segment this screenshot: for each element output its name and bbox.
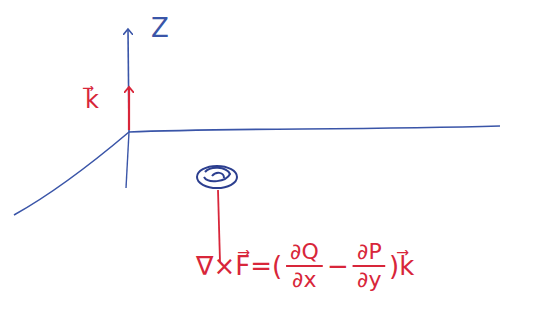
unit-vector-k: [128, 88, 130, 130]
formula-numerator: ∂Q: [290, 240, 319, 264]
y-axis: [129, 126, 500, 132]
x-axis: [14, 132, 129, 215]
formula-denominator: ∂x: [292, 268, 316, 292]
rotation-symbol: [197, 166, 237, 188]
formula-operator: −: [327, 252, 349, 281]
vector-label: k⃗: [85, 87, 99, 113]
formula-numerator: ∂P: [357, 240, 382, 264]
axis-stub: [126, 132, 129, 188]
formula-denominator: ∂y: [357, 268, 381, 292]
formula-text: ∇×F⃗=(: [196, 252, 282, 281]
fraction-bar: [353, 265, 386, 267]
axis-label: Z: [151, 14, 169, 43]
fraction-bar: [286, 265, 323, 267]
formula-text: )k⃗: [389, 252, 414, 281]
z-axis: [128, 30, 129, 132]
